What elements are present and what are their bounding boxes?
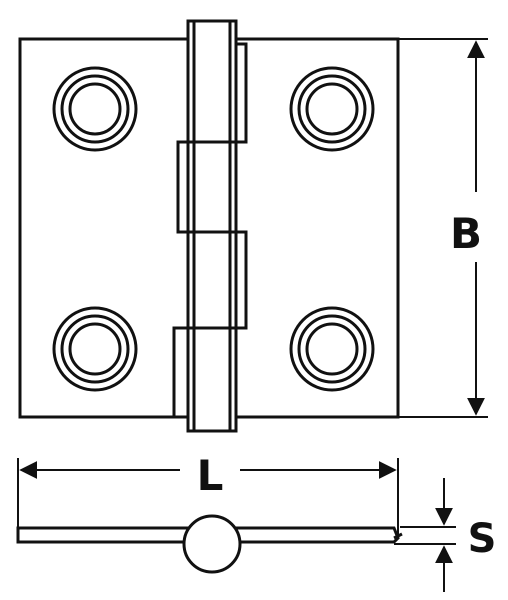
dimension-s-label: S [468, 516, 497, 562]
dimension-s [394, 478, 456, 592]
screw-hole-bottom-right [289, 306, 375, 392]
screw-hole-top-right [289, 66, 375, 152]
dimension-b [398, 38, 488, 418]
dimension-l-label: L [197, 451, 224, 500]
screw-hole-top-left [52, 66, 138, 152]
knuckle-segments [172, 19, 248, 419]
left-leaf [18, 37, 192, 419]
hinge-pin [192, 19, 232, 433]
side-knuckle [182, 514, 242, 574]
screw-hole-bottom-left [52, 306, 138, 392]
hinge-front-view [18, 19, 400, 433]
hinge-side-view [16, 514, 403, 574]
dimension-l [17, 458, 399, 536]
hinge-knuckle [186, 19, 238, 433]
right-leaf [234, 37, 400, 419]
dimension-b-label: B [450, 209, 482, 258]
